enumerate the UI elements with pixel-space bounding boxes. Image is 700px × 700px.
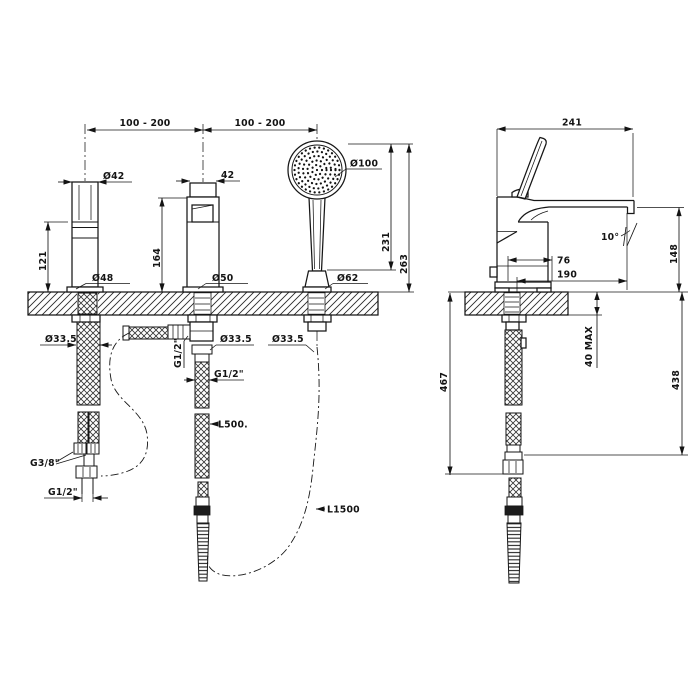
front-view: 100 - 200 100 - 200 Ø42 121 Ø48 42 164 Ø… [27,118,414,582]
deck-hole-side [503,292,521,315]
side-dimensions: 241 10° 76 190 148 40 MAX 467 [439,118,688,476]
dim-pitch-right: 100 - 200 [235,118,286,129]
handshower-unit [287,124,347,347]
shower-base-flange [302,286,332,293]
mixer-unit [122,124,224,582]
mounting-clip [489,266,498,278]
dim-drop-outer: 467 [439,372,450,392]
dim-depth: 241 [562,118,582,129]
dim-angle: 10° [601,232,619,243]
dim-handle-outlet-thread: G1/2" [48,487,78,498]
dim-body-depth: 76 [557,256,570,267]
dim-deck-thickness: 40 MAX [584,326,595,367]
dim-spout-height: 148 [669,244,680,264]
hose-side [501,314,527,584]
handle-locknut [71,314,101,323]
handle-hoses [76,321,101,406]
mixer-side-fitting [167,324,191,340]
dim-mixer-top-width: 42 [221,170,234,181]
dim-pitch-left: 100 - 200 [120,118,171,129]
shower-handle [308,196,326,272]
side-view: 241 10° 76 190 148 40 MAX 467 [439,118,688,584]
dim-shower-hose-length: L1500 [327,505,360,516]
spout-tip [626,200,635,215]
shower-hose-end [197,481,209,498]
hose-path-handle [100,332,149,477]
shower-hose-spring-guard [196,522,210,582]
faucet-side [489,129,635,293]
shower-nozzles [293,146,341,194]
deck-hole-mixer [193,292,212,315]
dim-shower-hole-dia: Ø33.5 [272,334,304,345]
dim-handle-top-dia: Ø42 [103,171,124,182]
mixer-side-hose [126,326,169,340]
dim-reach: 190 [557,270,577,281]
deck-hole-shower [307,292,326,315]
dim-mixer-base-dia: Ø50 [212,273,234,284]
handle-inlet-nut-right [86,442,100,455]
dim-mixer-side-thread: G1/2" [173,338,184,368]
dim-mixer-hose-thread: G1/2" [214,369,244,380]
handle-body [71,181,99,288]
dim-mixer-hose-length: L500. [218,420,248,431]
dim-shower-height-to-cone: 231 [381,232,392,252]
dim-handle-hose-dia: Ø33.5 [45,334,77,345]
spout-underside [517,206,628,223]
spring-guard-side [506,522,522,584]
shower-holder-cone [304,270,330,288]
hose-path-shower [206,346,320,577]
dim-shower-height-total: 263 [399,254,410,274]
deck-front [27,291,379,316]
dim-handle-inlet-thread: G3/8" [30,458,60,469]
deck-side [448,291,688,316]
dim-handle-base-dia: Ø48 [92,273,113,284]
mixer-hose [194,361,210,409]
dim-mixer-height: 164 [152,248,163,268]
dim-shower-head-dia: Ø100 [350,159,378,170]
dim-shower-base-dia: Ø62 [337,273,358,284]
handle-unit [66,124,104,494]
mixer-base-flange [182,286,224,293]
mixer-elbow [189,321,214,342]
handle-outlet-nut [75,465,98,479]
handle-base-flange [66,286,104,293]
dim-handle-height: 121 [38,251,49,271]
dim-mixer-hole-dia: Ø33.5 [220,334,252,345]
mixer-cap [189,182,217,198]
spout-top [517,196,634,202]
base-plate [494,281,552,289]
front-dimensions: 100 - 200 100 - 200 Ø42 121 Ø48 42 164 Ø… [30,118,414,516]
mixer-locknut [187,314,218,323]
mixer-knob [191,204,214,223]
shower-locknut [303,314,332,323]
handle-inlet-nut-left [73,442,87,455]
dim-drop-inner: 438 [671,370,682,390]
